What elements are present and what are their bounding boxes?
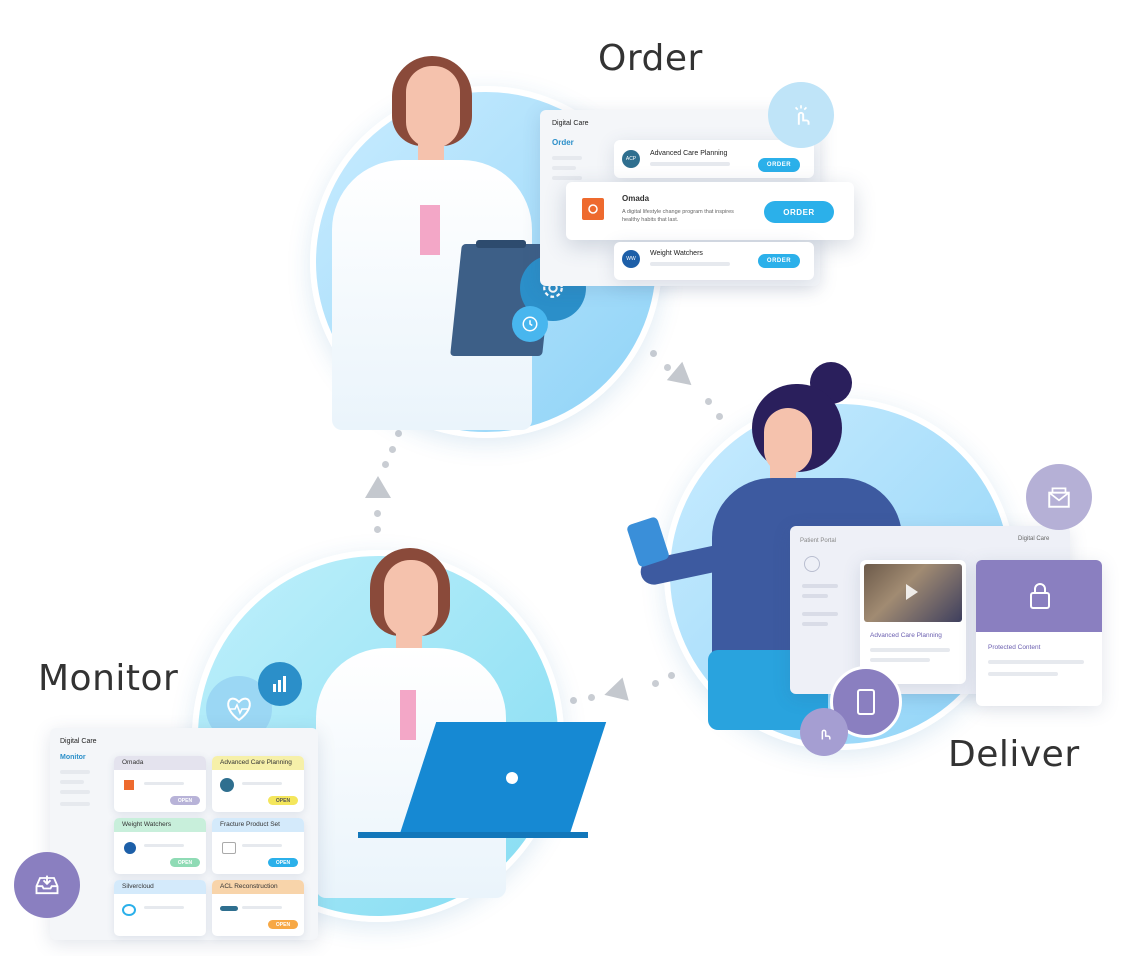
order-item-name: Weight Watchers xyxy=(650,250,703,257)
ww-logo xyxy=(124,842,136,854)
bar-chart-icon[interactable] xyxy=(258,662,302,706)
tile-title: Advanced Care Planning xyxy=(212,756,304,770)
protected-card[interactable]: Protected Content xyxy=(976,560,1102,706)
clock-icon[interactable] xyxy=(512,306,548,342)
deliver-brand: Digital Care xyxy=(1018,536,1050,542)
monitor-brand: Digital Care xyxy=(60,738,97,745)
arrow-up-icon xyxy=(365,476,391,498)
order-item-weight-watchers: WW Weight Watchers ORDER xyxy=(614,242,814,280)
arrow-left-icon xyxy=(601,677,629,707)
order-title: Order xyxy=(598,38,703,79)
tile-title: Silvercloud xyxy=(114,880,206,894)
protected-title: Protected Content xyxy=(988,644,1041,651)
acp-logo: ACP xyxy=(622,150,640,168)
order-panel-nav[interactable]: Order xyxy=(552,138,574,147)
inbox-download-icon[interactable] xyxy=(14,852,80,918)
tile-title: Weight Watchers xyxy=(114,818,206,832)
monitor-tile[interactable]: Advanced Care Planning OPEN xyxy=(212,756,304,812)
open-button[interactable]: OPEN xyxy=(170,796,200,805)
ww-logo: WW xyxy=(622,250,640,268)
mail-icon[interactable] xyxy=(1026,464,1092,530)
order-item-name: Advanced Care Planning xyxy=(650,150,728,157)
deliver-title: Deliver xyxy=(948,734,1080,775)
silvercloud-logo xyxy=(122,904,136,916)
laptop xyxy=(399,722,607,834)
touch-icon[interactable] xyxy=(768,82,834,148)
order-item-description: A digital lifestyle change program that … xyxy=(622,209,734,223)
lock-icon xyxy=(1028,582,1052,615)
order-item-omada: Omada A digital lifestyle change program… xyxy=(566,182,854,240)
user-icon xyxy=(804,556,820,572)
phone xyxy=(625,516,671,568)
tile-title: Fracture Product Set xyxy=(212,818,304,832)
monitor-tile[interactable]: Silvercloud xyxy=(114,880,206,936)
omada-logo xyxy=(124,780,134,790)
monitor-tile[interactable]: Omada OPEN xyxy=(114,756,206,812)
open-button[interactable]: OPEN xyxy=(268,858,298,867)
tile-title: Omada xyxy=(114,756,206,770)
open-button[interactable]: OPEN xyxy=(268,796,298,805)
monitor-nav[interactable]: Monitor xyxy=(60,754,86,761)
order-item-name: Omada xyxy=(622,194,650,203)
order-item-acp: ACP Advanced Care Planning ORDER xyxy=(614,140,814,178)
monitor-tile[interactable]: Weight Watchers OPEN xyxy=(114,818,206,874)
order-panel-brand: Digital Care xyxy=(552,120,589,127)
monitor-tile[interactable]: Fracture Product Set OPEN xyxy=(212,818,304,874)
tap-icon[interactable] xyxy=(800,708,848,756)
open-button[interactable]: OPEN xyxy=(268,920,298,929)
video-card[interactable]: Advanced Care Planning xyxy=(860,560,966,684)
order-button[interactable]: ORDER xyxy=(758,158,800,172)
arrow-right-icon xyxy=(666,361,700,395)
video-title: Advanced Care Planning xyxy=(870,632,942,639)
omada-logo xyxy=(582,198,604,220)
acp-logo xyxy=(220,778,234,792)
monitor-tile[interactable]: ACL Reconstruction OPEN xyxy=(212,880,304,936)
tile-title: ACL Reconstruction xyxy=(212,880,304,894)
order-button[interactable]: ORDER xyxy=(758,254,800,268)
acl-logo xyxy=(220,906,238,911)
fracture-logo xyxy=(222,842,236,854)
monitor-title: Monitor xyxy=(38,658,179,699)
video-thumbnail[interactable] xyxy=(864,564,962,622)
order-button[interactable]: ORDER xyxy=(764,201,834,223)
play-icon[interactable] xyxy=(906,584,918,600)
portal-label: Patient Portal xyxy=(800,538,837,544)
open-button[interactable]: OPEN xyxy=(170,858,200,867)
